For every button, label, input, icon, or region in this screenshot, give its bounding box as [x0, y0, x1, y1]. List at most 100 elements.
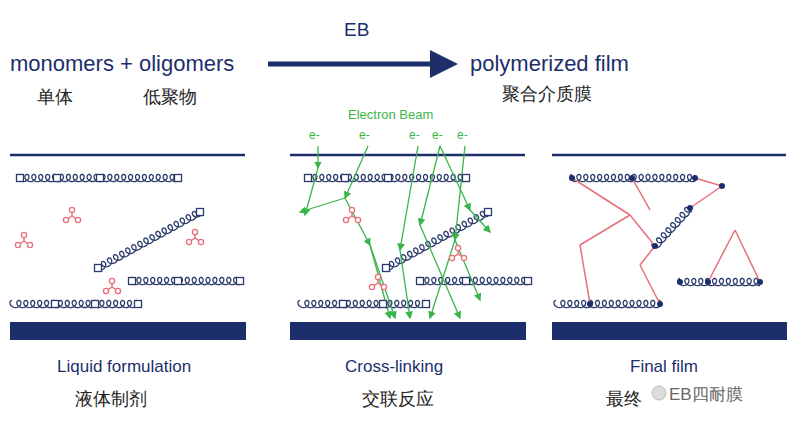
panel-caption: Cross-linking — [345, 358, 443, 377]
electron-label: e- — [409, 129, 420, 142]
chinese-label: 单体 — [37, 88, 73, 108]
reactive-site — [305, 175, 312, 182]
monomer-atom — [343, 217, 348, 222]
electron-path — [455, 240, 480, 300]
reactive-site — [380, 301, 387, 308]
crosslink-bond — [640, 246, 655, 265]
reactive-site — [175, 278, 182, 285]
reactive-site — [463, 278, 470, 285]
monomer-atom — [63, 217, 68, 222]
crosslink-bond — [630, 215, 655, 246]
crosslink-node — [629, 175, 635, 181]
panel-caption: Liquid formulation — [57, 358, 191, 377]
monomer-atom — [27, 242, 32, 247]
oligomer-coil — [298, 300, 426, 307]
electron-path — [430, 240, 455, 318]
electron-label: e- — [309, 129, 320, 142]
monomer-atom — [75, 217, 80, 222]
electron-label: e- — [457, 129, 468, 142]
oligomer-coil — [18, 174, 180, 181]
crosslink-node — [719, 183, 725, 189]
electron-path — [420, 225, 460, 318]
crosslink-node — [587, 301, 593, 307]
reactive-site — [92, 301, 99, 308]
electron-path — [440, 146, 470, 210]
oligomer-coil — [10, 300, 138, 307]
oligomer-coil — [652, 207, 692, 247]
monomer-atom — [381, 284, 386, 289]
oligomer-coil — [95, 211, 201, 271]
panel-caption: Final film — [630, 358, 698, 377]
reactive-site — [385, 175, 392, 182]
crosslink-node — [677, 279, 683, 285]
watermark: EB四耐膜 — [669, 386, 743, 405]
crosslink-node — [692, 175, 698, 181]
electron-path — [400, 146, 418, 250]
crosslink-bond — [572, 178, 630, 215]
chinese-label: 低聚物 — [143, 88, 197, 108]
monomer-atom — [461, 255, 466, 260]
monomer-atom — [198, 239, 203, 244]
oligomer-coil — [570, 174, 695, 181]
arrow-label: EB — [344, 20, 369, 41]
monomer-atom — [21, 232, 26, 237]
oligomer-coil — [306, 174, 468, 181]
crosslink-node — [569, 175, 575, 181]
reactive-site — [17, 175, 24, 182]
crosslink-node — [687, 205, 693, 211]
crosslink-bond — [708, 230, 735, 282]
reactive-site — [129, 278, 136, 285]
electron-label: e- — [432, 129, 443, 142]
monomer-atom — [192, 229, 197, 234]
reactive-site — [463, 175, 470, 182]
electron-path — [370, 245, 395, 318]
monomer-atom — [455, 245, 460, 250]
monomer-atom — [186, 239, 191, 244]
monomer-atom — [115, 288, 120, 293]
reactive-site — [340, 301, 347, 308]
oligomer-coil — [383, 211, 489, 271]
chinese-label: 聚合介质膜 — [502, 85, 592, 105]
reactive-site — [175, 175, 182, 182]
oligomer-coil — [130, 277, 240, 284]
monomer-atom — [15, 242, 20, 247]
electron-path — [345, 146, 368, 198]
reactive-site — [485, 209, 492, 216]
monomer-atom — [103, 288, 108, 293]
reactive-site — [54, 175, 61, 182]
reactive-site — [95, 265, 102, 272]
crosslink-bond — [690, 186, 722, 208]
reactive-site — [525, 278, 532, 285]
crosslink-node — [757, 279, 763, 285]
heading-text: monomers + oligomers — [10, 52, 234, 76]
crosslink-bond — [695, 178, 722, 186]
monomer-atom — [449, 255, 454, 260]
electron-path — [455, 146, 465, 240]
electron-label: e- — [359, 129, 370, 142]
monomer-atom — [109, 278, 114, 283]
reactive-site — [97, 175, 104, 182]
monomer-atom — [69, 207, 74, 212]
chinese-label: 交联反应 — [362, 390, 434, 410]
electron-path — [370, 245, 390, 318]
electron-path — [420, 146, 440, 225]
reactive-site — [52, 301, 59, 308]
reactive-site — [423, 301, 430, 308]
monomer-atom — [369, 284, 374, 289]
chinese-label: 最终 — [606, 390, 642, 410]
monomer-atom — [375, 274, 380, 279]
reactive-site — [342, 175, 349, 182]
crosslink-bond — [580, 245, 590, 304]
reactive-site — [237, 278, 244, 285]
reactive-site — [197, 209, 204, 216]
oligomer-coil — [678, 278, 760, 285]
reactive-site — [417, 278, 424, 285]
electron-path — [300, 198, 345, 212]
electron-path — [317, 146, 318, 168]
crosslink-node — [657, 301, 663, 307]
oligomer-coil — [554, 300, 660, 307]
reactive-site — [383, 265, 390, 272]
crosslink-node — [705, 279, 711, 285]
reactive-site — [135, 301, 142, 308]
